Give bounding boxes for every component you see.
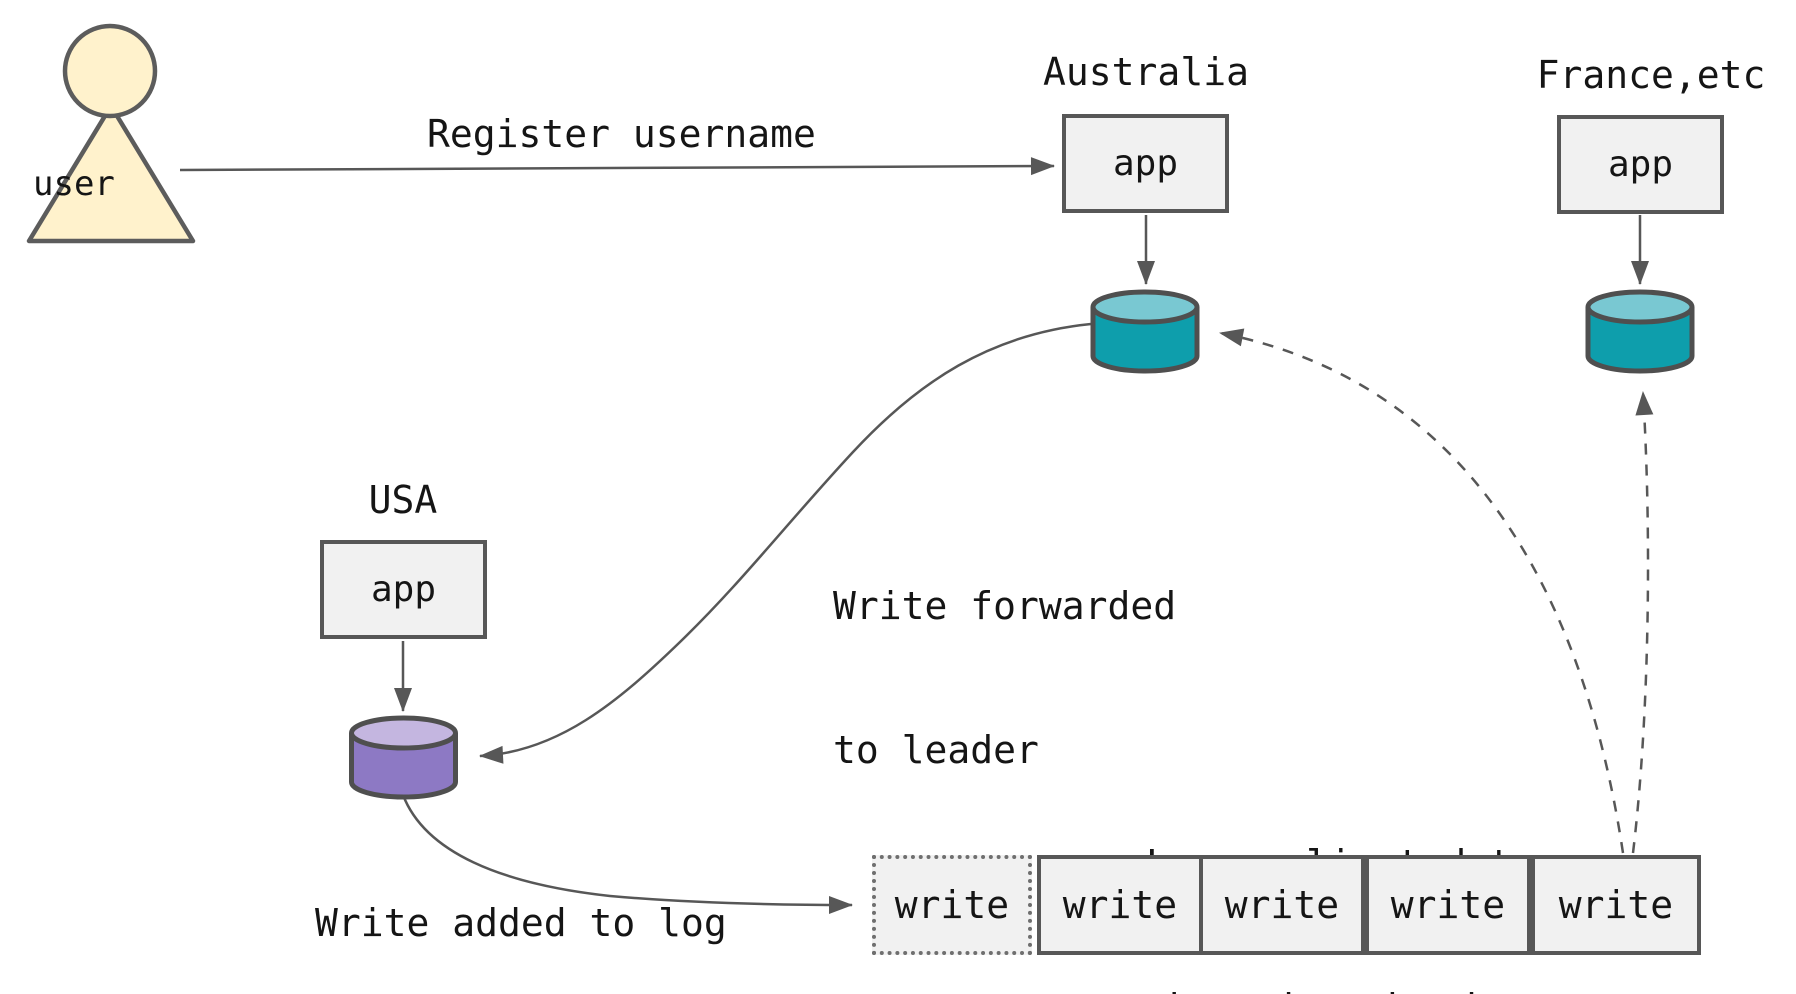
log-replication-arrow-to-france — [1631, 391, 1654, 854]
usa-database-body — [349, 733, 458, 800]
france-database-icon — [1585, 289, 1695, 374]
write-forwarded-annotation: Write forwarded to leader — [833, 486, 1176, 870]
user-head-circle — [62, 23, 158, 119]
register-username-label: Register username — [427, 112, 816, 156]
log-entry-3: write — [1365, 855, 1531, 955]
australia-database-icon — [1090, 289, 1200, 374]
write-forwarded-line1: Write forwarded — [833, 584, 1177, 628]
usa-app-label: app — [370, 569, 437, 610]
log-entry-pending: write — [872, 855, 1032, 955]
user-body-triangle — [26, 103, 196, 244]
write-forwarded-line2: to leader — [833, 728, 1039, 772]
write-added-to-log-arrow — [401, 794, 853, 914]
usa-leader-database-icon — [349, 715, 458, 800]
log-entry-label: write — [1390, 883, 1506, 927]
france-database-body — [1585, 307, 1695, 374]
write-added-annotation: Write added to log — [315, 901, 727, 945]
australia-database-top — [1090, 289, 1200, 325]
log-entry-1: write — [1037, 855, 1203, 955]
log-entry-2: write — [1199, 855, 1365, 955]
log-entry-label: write — [1558, 883, 1674, 927]
usa-region-label: USA — [368, 478, 438, 522]
log-entry-label: write — [894, 883, 1010, 927]
log-replication-arrow-to-australia — [1219, 328, 1625, 854]
log-entry-label: write — [1224, 883, 1340, 927]
user-actor-icon — [26, 23, 196, 244]
write-forwarded-arrow — [479, 322, 1092, 764]
user-actor-label: user — [33, 164, 115, 204]
usa-app-node: app — [320, 540, 487, 639]
australia-database-body — [1090, 307, 1200, 374]
usa-database-top — [349, 715, 458, 751]
log-entry-4: write — [1531, 855, 1701, 955]
france-app-node: app — [1557, 115, 1724, 214]
log-replicated-line2: the other databases — [1146, 984, 1581, 994]
register-username-arrow — [179, 157, 1055, 176]
france-database-top — [1585, 289, 1695, 325]
australia-region-label: Australia — [1043, 50, 1249, 94]
france-region-label: France,etc — [1536, 53, 1766, 97]
australia-app-node: app — [1062, 114, 1229, 213]
france-app-label: app — [1607, 144, 1674, 185]
log-entry-label: write — [1062, 883, 1178, 927]
australia-app-label: app — [1112, 143, 1179, 184]
